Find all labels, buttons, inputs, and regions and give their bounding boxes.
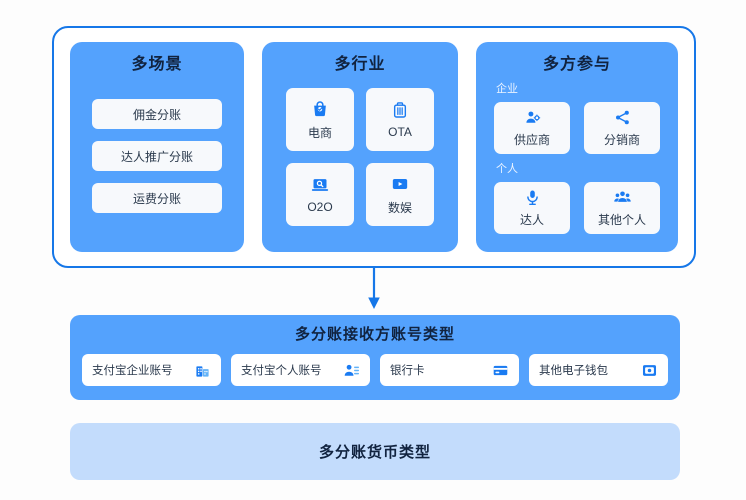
laptop-search-icon bbox=[310, 175, 330, 195]
party-group-label-individual: 个人 bbox=[496, 163, 518, 175]
building-icon bbox=[194, 362, 211, 379]
receiver-chip-label: 其他电子钱包 bbox=[539, 365, 608, 377]
party-label: 其他个人 bbox=[597, 213, 646, 227]
receiver-chip-row: 支付宝企业账号 bbox=[82, 354, 668, 386]
party-label: 分销商 bbox=[603, 133, 640, 147]
party-groups: 企业 供应商 bbox=[490, 80, 664, 238]
scene-chip-list: 佣金分账 达人推广分账 运费分账 bbox=[84, 80, 230, 238]
credit-card-icon bbox=[492, 362, 509, 379]
share-network-icon bbox=[613, 108, 632, 127]
party-cell-other-individual[interactable]: 其他个人 bbox=[584, 182, 660, 234]
receiver-chip-label: 支付宝企业账号 bbox=[92, 365, 173, 377]
wallet-icon bbox=[641, 362, 658, 379]
scene-chip-label: 达人推广分账 bbox=[120, 149, 193, 164]
industry-cell-ecommerce[interactable]: 电商 bbox=[286, 88, 354, 151]
currency-bar-title: 多分账货币类型 bbox=[318, 444, 431, 461]
panel-title-multi-party: 多方参与 bbox=[542, 56, 611, 73]
industry-label: O2O bbox=[307, 200, 333, 214]
party-cell-influencer[interactable]: 达人 bbox=[494, 182, 570, 234]
industry-label: 数娱 bbox=[387, 200, 412, 215]
industry-label: OTA bbox=[388, 125, 412, 139]
industry-grid: 电商 OTA bbox=[276, 80, 444, 238]
top-capability-group: 多场景 佣金分账 达人推广分账 运费分账 多行业 bbox=[52, 26, 696, 268]
receiver-chip-label: 银行卡 bbox=[390, 365, 425, 377]
panel-multi-scene: 多场景 佣金分账 达人推广分账 运费分账 bbox=[70, 42, 244, 252]
industry-label: 电商 bbox=[307, 125, 332, 140]
panel-title-multi-industry: 多行业 bbox=[334, 56, 386, 73]
microphone-person-icon bbox=[523, 188, 542, 207]
party-cell-supplier[interactable]: 供应商 bbox=[494, 102, 570, 154]
person-gear-icon bbox=[523, 108, 542, 127]
receiver-chip-other-wallet[interactable]: 其他电子钱包 bbox=[529, 354, 668, 386]
party-group-label-enterprise: 企业 bbox=[496, 83, 518, 95]
video-play-icon bbox=[390, 174, 410, 194]
panel-multi-party: 多方参与 企业 供应商 bbox=[476, 42, 678, 252]
receiver-account-types-bar: 多分账接收方账号类型 支付宝企业账号 bbox=[70, 315, 680, 400]
suitcase-icon bbox=[390, 100, 410, 120]
party-label: 达人 bbox=[519, 213, 544, 227]
people-group-icon bbox=[613, 188, 632, 207]
scene-chip[interactable]: 达人推广分账 bbox=[92, 141, 222, 171]
panel-multi-industry: 多行业 电商 bbox=[262, 42, 458, 252]
panel-title-multi-scene: 多场景 bbox=[131, 56, 183, 73]
party-label: 供应商 bbox=[513, 133, 550, 147]
industry-cell-ota[interactable]: OTA bbox=[366, 88, 434, 151]
receiver-chip-alipay-personal[interactable]: 支付宝个人账号 bbox=[231, 354, 370, 386]
receiver-chip-label: 支付宝个人账号 bbox=[241, 365, 322, 377]
receiver-bar-title: 多分账接收方账号类型 bbox=[294, 326, 455, 343]
receiver-chip-bank-card[interactable]: 银行卡 bbox=[380, 354, 519, 386]
scene-chip-label: 运费分账 bbox=[132, 191, 181, 206]
scene-chip[interactable]: 运费分账 bbox=[92, 183, 222, 213]
currency-types-bar: 多分账货币类型 bbox=[70, 423, 680, 480]
industry-cell-digital-entertainment[interactable]: 数娱 bbox=[366, 163, 434, 226]
scene-chip[interactable]: 佣金分账 bbox=[92, 99, 222, 129]
industry-cell-o2o[interactable]: O2O bbox=[286, 163, 354, 226]
down-arrow-icon bbox=[366, 268, 382, 312]
scene-chip-label: 佣金分账 bbox=[132, 107, 181, 122]
receiver-chip-alipay-enterprise[interactable]: 支付宝企业账号 bbox=[82, 354, 221, 386]
shopping-bag-icon bbox=[310, 99, 330, 119]
party-row-enterprise: 供应商 分销商 bbox=[494, 102, 660, 154]
party-cell-distributor[interactable]: 分销商 bbox=[584, 102, 660, 154]
person-list-icon bbox=[343, 362, 360, 379]
party-row-individual: 达人 其他个人 bbox=[494, 182, 660, 234]
